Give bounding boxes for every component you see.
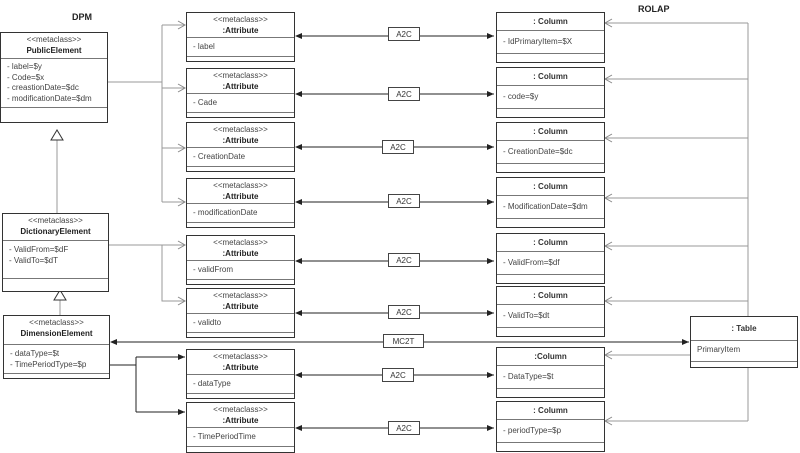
class-name: PublicElement <box>26 46 82 55</box>
column-value: - code=$y <box>497 86 604 109</box>
table-attribute: PrimaryItem <box>691 341 797 362</box>
attribute-name: :Attribute <box>222 26 259 35</box>
attribute-name: :Attribute <box>222 82 259 91</box>
inheritance-triangle <box>50 129 64 141</box>
column-name: : Column <box>497 178 604 196</box>
attribute: - ValidTo=$dT <box>9 256 58 265</box>
attribute-box[interactable]: <<metaclass>> :Attribute - dataType <box>186 349 295 399</box>
column-box[interactable]: : Column - ValidTo=$dt <box>496 286 605 337</box>
column-name: : Column <box>497 402 604 420</box>
attribute-value: - dataType <box>187 375 294 394</box>
attribute-name: :Attribute <box>222 249 259 258</box>
stereotype: <<metaclass>> <box>28 216 83 225</box>
column-name: : Column <box>497 13 604 31</box>
column-box[interactable]: : Column - code=$y <box>496 67 605 118</box>
column-value: - IdPrimaryItem=$X <box>497 31 604 54</box>
attribute-name: :Attribute <box>222 302 259 311</box>
column-box[interactable]: : Column - periodType=$p <box>496 401 605 452</box>
table-box[interactable]: : Table PrimaryItem <box>690 316 798 368</box>
column-box[interactable]: :Column - DataType=$t <box>496 347 605 398</box>
column-value: - ValidTo=$dt <box>497 305 604 328</box>
column-name: : Column <box>497 68 604 86</box>
column-box[interactable]: : Column - ModificationDate=$dm <box>496 177 605 228</box>
class-name: DictionaryElement <box>20 227 91 236</box>
column-name: : Column <box>497 234 604 252</box>
stereotype: <<metaclass>> <box>29 318 84 327</box>
stereotype: <<metaclass>> <box>213 405 268 414</box>
class-name: DimensionElement <box>20 329 93 338</box>
attribute-value: - TimePeriodTime <box>187 428 294 447</box>
attribute-box[interactable]: <<metaclass>> :Attribute - validFrom <box>186 235 295 285</box>
column-value: - periodType=$p <box>497 420 604 443</box>
attribute-value: - modificationDate <box>187 204 294 223</box>
stereotype: <<metaclass>> <box>213 238 268 247</box>
attribute: - label=$y <box>7 62 42 71</box>
attribute: - Code=$x <box>7 72 45 82</box>
attribute-value: - validFrom <box>187 261 294 280</box>
column-name: :Column <box>497 348 604 366</box>
rolap-title: ROLAP <box>638 4 670 14</box>
inheritance-triangle <box>53 289 67 301</box>
a2c-label: A2C <box>382 368 414 382</box>
column-value: - DataType=$t <box>497 366 604 389</box>
attribute-value: - Cade <box>187 94 294 113</box>
attribute: - TimePeriodType=$p <box>10 360 87 369</box>
attribute-name: :Attribute <box>222 192 259 201</box>
a2c-label: A2C <box>388 194 420 208</box>
dpm-title: DPM <box>72 12 92 22</box>
attribute-box[interactable]: <<metaclass>> :Attribute - CreationDate <box>186 122 295 172</box>
attribute-box[interactable]: <<metaclass>> :Attribute - Cade <box>186 68 295 118</box>
column-name: : Column <box>497 287 604 305</box>
a2c-label: A2C <box>388 253 420 267</box>
attribute-box[interactable]: <<metaclass>> :Attribute - TimePeriodTime <box>186 402 295 453</box>
table-name: : Table <box>691 317 797 341</box>
attribute-box[interactable]: <<metaclass>> :Attribute - label <box>186 12 295 62</box>
column-name: : Column <box>497 123 604 141</box>
stereotype: <<metaclass>> <box>213 352 268 361</box>
a2c-label: A2C <box>388 27 420 41</box>
a2c-label: A2C <box>388 305 420 319</box>
attribute-name: :Attribute <box>222 416 259 425</box>
attribute-name: :Attribute <box>222 363 259 372</box>
attribute-value: - CreationDate <box>187 148 294 167</box>
column-box[interactable]: : Column - CreationDate=$dc <box>496 122 605 173</box>
attribute-box[interactable]: <<metaclass>> :Attribute - validto <box>186 288 295 338</box>
attribute: - dataType=$t <box>10 349 60 358</box>
a2c-label: A2C <box>388 421 420 435</box>
a2c-label: A2C <box>382 140 414 154</box>
stereotype: <<metaclass>> <box>213 15 268 24</box>
attribute-box[interactable]: <<metaclass>> :Attribute - modificationDa… <box>186 178 295 228</box>
stereotype: <<metaclass>> <box>213 181 268 190</box>
attribute-value: - label <box>187 38 294 57</box>
column-value: - ValidFrom=$df <box>497 252 604 275</box>
stereotype: <<metaclass>> <box>213 71 268 80</box>
a2c-label: A2C <box>388 87 420 101</box>
attribute-name: :Attribute <box>222 136 259 145</box>
attribute-value: - validto <box>187 314 294 333</box>
attribute: - modificationDate=$dm <box>7 93 92 103</box>
column-value: - CreationDate=$dc <box>497 141 604 164</box>
stereotype: <<metaclass>> <box>213 125 268 134</box>
attribute: - ValidFrom=$dF <box>9 245 69 254</box>
column-box[interactable]: : Column - ValidFrom=$df <box>496 233 605 284</box>
class-dictionary-element[interactable]: <<metaclass>> DictionaryElement - ValidFr… <box>2 213 109 292</box>
attribute: - creastionDate=$dc <box>7 83 79 92</box>
mc2t-label: MC2T <box>383 334 424 348</box>
stereotype: <<metaclass>> <box>26 35 82 44</box>
column-box[interactable]: : Column - IdPrimaryItem=$X <box>496 12 605 63</box>
class-public-element[interactable]: <<metaclass>> PublicElement - label=$y - … <box>0 32 108 123</box>
stereotype: <<metaclass>> <box>213 291 268 300</box>
class-dimension-element[interactable]: <<metaclass>> DimensionElement - dataType… <box>3 315 110 379</box>
column-value: - ModificationDate=$dm <box>497 196 604 219</box>
